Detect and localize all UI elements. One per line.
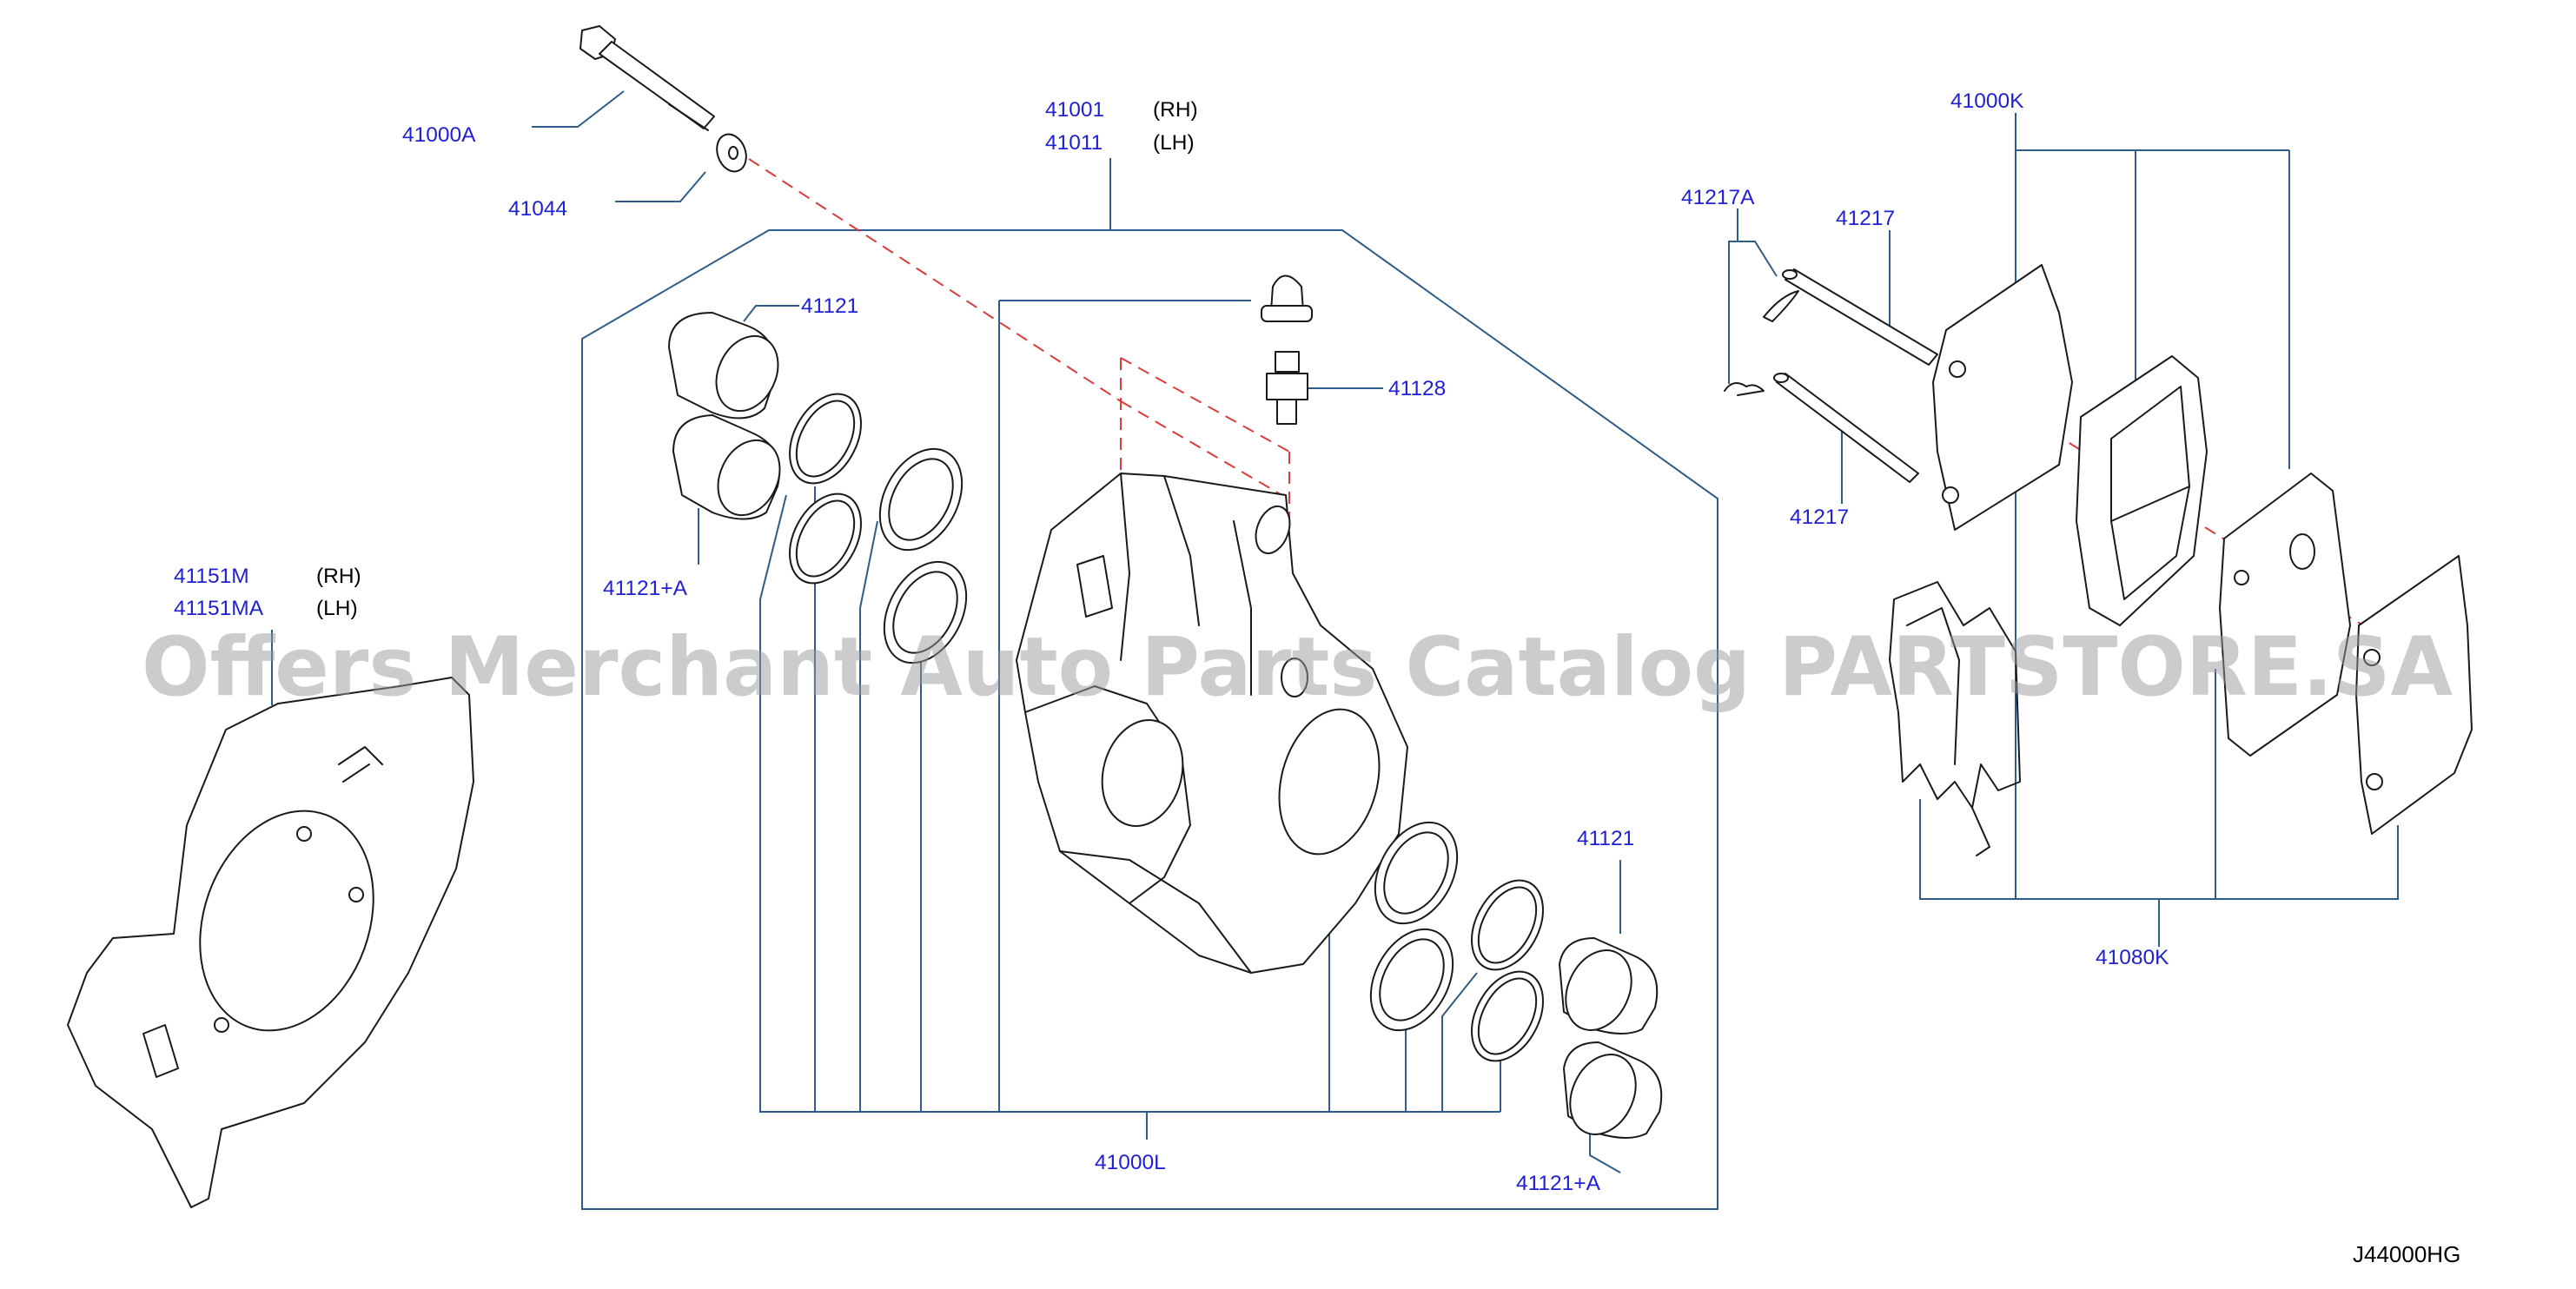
backplate-part (67, 677, 474, 1208)
label-caliper-lh[interactable]: 41011 (1045, 131, 1103, 155)
piston-top-part (668, 312, 779, 420)
label-pin-lower[interactable]: 41217 (1790, 506, 1849, 529)
label-pad-kit[interactable]: 41000K (1950, 89, 2024, 113)
bleeder-cap-part (1261, 274, 1313, 322)
label-backplate-lh[interactable]: 41151MA (174, 597, 264, 620)
shim-inner-part (2355, 555, 2473, 835)
label-seal-kit[interactable]: 41000L (1095, 1151, 1166, 1174)
label-caliper-lh-side: (LH) (1153, 131, 1195, 155)
pin-upper-part (1782, 268, 1938, 366)
label-bleeder[interactable]: 41128 (1388, 377, 1446, 400)
label-backplate-rh-side: (RH) (316, 565, 361, 588)
label-pin-upper[interactable]: 41217 (1836, 207, 1895, 230)
label-caliper-rh[interactable]: 41001 (1045, 98, 1104, 122)
bolt-part (579, 25, 715, 131)
clip-part (1724, 290, 1799, 396)
seal-rings-top (789, 393, 968, 664)
piston-right-part (1559, 937, 1659, 1035)
diagram-code: J44000HG (2353, 1241, 2460, 1267)
label-backplate-lh-side: (LH) (316, 597, 358, 620)
shim-outer-part (1932, 264, 2073, 531)
piston-right-a-part (1563, 1041, 1663, 1139)
label-piston-right[interactable]: 41121 (1577, 827, 1634, 850)
washer-part (716, 133, 747, 173)
seal-rings-bottom (1369, 821, 1544, 1062)
label-bolt[interactable]: 41000A (402, 123, 476, 147)
label-backplate-rh[interactable]: 41151M (174, 565, 249, 588)
label-piston-top-a[interactable]: 41121+A (603, 577, 688, 600)
pin-lower-part (1773, 373, 1919, 483)
label-hardware-kit[interactable]: 41080K (2096, 946, 2169, 969)
hardware-part (1889, 581, 2021, 856)
pad-outer-part (2076, 355, 2208, 626)
piston-top-a-part (672, 414, 781, 520)
label-piston-top[interactable]: 41121 (801, 294, 858, 318)
caliper-body-part (1016, 473, 1408, 974)
label-washer[interactable]: 41044 (508, 197, 567, 221)
label-piston-right-a[interactable]: 41121+A (1516, 1172, 1601, 1195)
watermark: Offers Merchant Auto Parts Catalog PARTS… (142, 620, 2453, 715)
label-clip[interactable]: 41217A (1681, 186, 1755, 209)
label-caliper-rh-side: (RH) (1153, 98, 1198, 122)
bleeder-screw-part (1266, 351, 1308, 425)
part-labels: 41000A 41044 41001 (RH) 41011 (LH) 41121… (174, 89, 2460, 1267)
pad-inner-part (2219, 473, 2351, 757)
